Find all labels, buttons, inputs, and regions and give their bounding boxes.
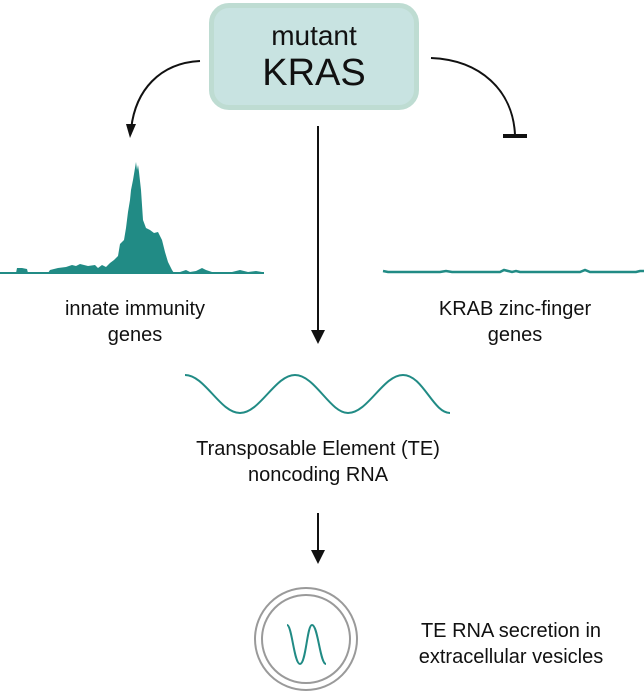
kras-label-line1: mutant: [271, 19, 357, 51]
secretion-label-line1: TE RNA secretion in: [420, 620, 602, 642]
arrowhead-middle-icon: [311, 330, 325, 344]
te-label-line2: noncoding RNA: [247, 464, 389, 486]
krab-label-line1: KRAB zinc-finger: [438, 298, 592, 320]
innate-immunity-label: innate immunity genes: [20, 296, 250, 348]
krab-zinc-finger-label: KRAB zinc-finger genes: [395, 296, 635, 348]
krab-zinc-finger-signal-track: [382, 268, 644, 274]
arrowhead-lower-icon: [311, 550, 325, 564]
inhibition-arrow-right: [430, 57, 516, 136]
innate-immunity-label-line2: genes: [107, 324, 163, 346]
te-label-line1: Transposable Element (TE): [196, 438, 440, 460]
mutant-kras-node: mutant KRAS: [209, 3, 419, 110]
vesicle-inner-membrane: [261, 594, 351, 684]
activation-arrow-left: [130, 60, 201, 131]
kras-label-line2: KRAS: [262, 51, 366, 94]
innate-immunity-signal-track: [0, 162, 263, 273]
te-secretion-label: TE RNA secretion in extracellular vesicl…: [388, 618, 634, 670]
innate-immunity-label-line1: innate immunity: [64, 298, 206, 320]
te-noncoding-rna-label: Transposable Element (TE) noncoding RNA: [158, 436, 478, 488]
vesicle-outer-membrane: [254, 587, 358, 691]
te-rna-wave-icon: [184, 373, 451, 415]
krab-label-line2: genes: [487, 324, 543, 346]
secretion-label-line2: extracellular vesicles: [418, 646, 604, 668]
arrowhead-left-icon: [126, 124, 136, 138]
vesicle-rna-wave-icon: [286, 623, 327, 666]
